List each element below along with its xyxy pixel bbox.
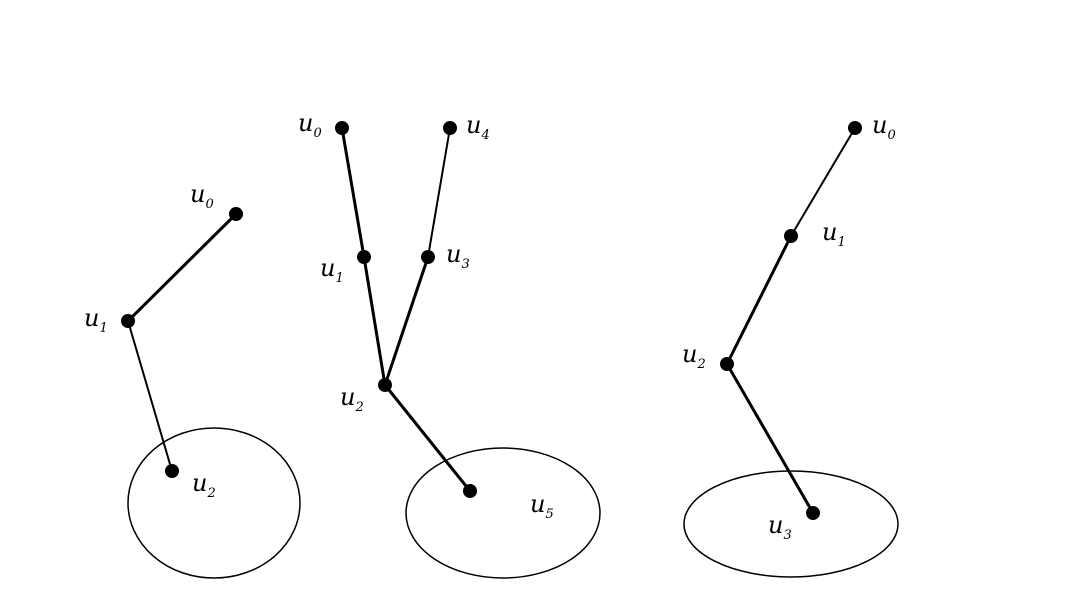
label-u1: u1 — [320, 254, 344, 286]
node-u2 — [378, 378, 392, 392]
edge-u1-u2 — [362, 255, 387, 387]
edge-u0-u1 — [126, 212, 238, 323]
edge-u2-u5 — [383, 383, 472, 493]
node-u2 — [720, 357, 734, 371]
region-ellipse-middle — [405, 447, 601, 579]
node-u1 — [784, 229, 798, 243]
node-u1 — [357, 250, 371, 264]
region-ellipse-right — [683, 470, 899, 578]
label-u1: u1 — [84, 304, 108, 336]
region-ellipse-left — [127, 427, 301, 579]
node-u0 — [335, 121, 349, 135]
label-u2: u2 — [192, 469, 216, 501]
edge-u2-u3 — [725, 362, 815, 515]
label-u0: u0 — [872, 111, 896, 143]
node-u4 — [443, 121, 457, 135]
edge-u1-u2 — [725, 234, 793, 366]
label-u0: u0 — [190, 180, 214, 212]
edge-u3-u2 — [383, 255, 430, 387]
node-u3 — [806, 506, 820, 520]
label-u1: u1 — [822, 218, 846, 250]
diagram-middle: u0 u4 u1 u3 u2 u5 — [298, 109, 601, 579]
label-u5: u5 — [530, 490, 554, 522]
label-u3: u3 — [768, 511, 792, 543]
node-u2 — [165, 464, 179, 478]
label-u2: u2 — [682, 340, 706, 372]
node-u5 — [463, 484, 477, 498]
label-u0: u0 — [298, 109, 322, 141]
label-u2: u2 — [340, 383, 364, 415]
label-u3: u3 — [446, 240, 470, 272]
edge-u4-u3 — [427, 127, 451, 258]
edge-u1-u2 — [127, 320, 173, 472]
edge-u0-u1 — [790, 127, 856, 237]
node-u1 — [121, 314, 135, 328]
diagram-right: u0 u1 u2 u3 — [682, 111, 899, 578]
node-u3 — [421, 250, 435, 264]
edge-u0-u1 — [340, 126, 366, 259]
node-u0 — [848, 121, 862, 135]
diagram-left: u0 u1 u2 — [84, 180, 301, 579]
label-u4: u4 — [466, 111, 490, 143]
node-u0 — [229, 207, 243, 221]
